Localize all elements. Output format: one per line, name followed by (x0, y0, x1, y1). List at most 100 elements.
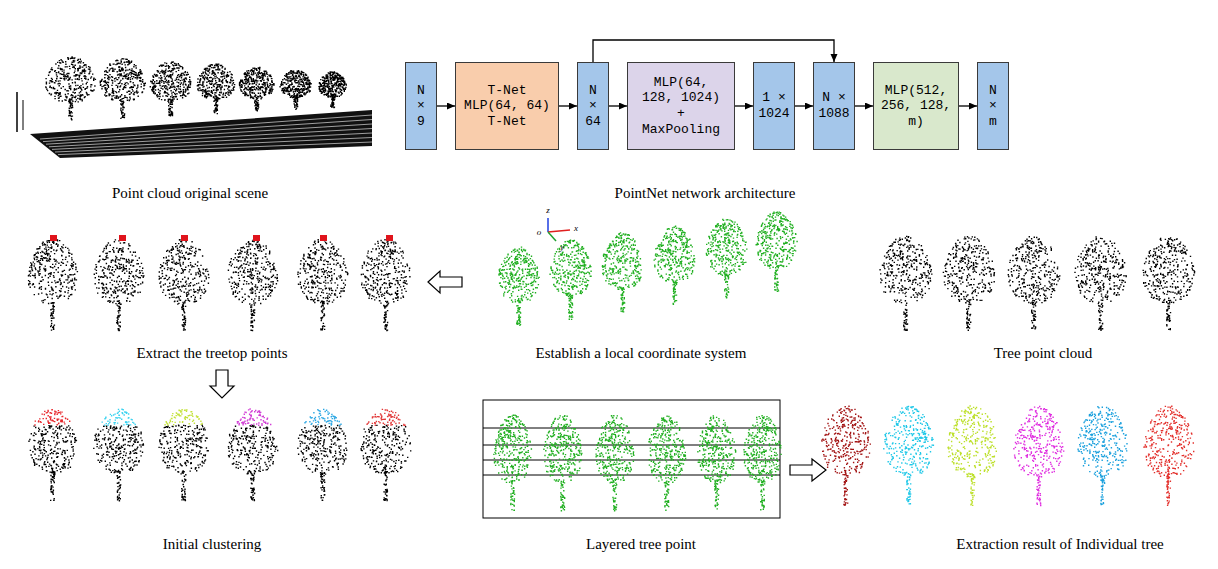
tree-points (493, 415, 532, 512)
tree-points (28, 425, 77, 501)
caption: PointNet network architecture (615, 184, 796, 202)
layer-box: T-Net MLP(64, 64) T-Net (455, 62, 559, 150)
tree-top-points (366, 409, 405, 426)
tree-points (821, 406, 871, 507)
pole (23, 100, 24, 130)
layer-frame-box (483, 400, 780, 518)
flow-arrow (959, 105, 977, 106)
axis-label: o (537, 227, 542, 238)
box-text: N × 1088 (818, 90, 849, 121)
z-axis (547, 218, 549, 232)
tree-points (498, 246, 540, 326)
pole (16, 92, 18, 132)
box-text: MLP(512, 256, 128, m) (879, 83, 953, 130)
y-axis (548, 232, 556, 241)
layer-line (483, 428, 780, 429)
layer-box: MLP(512, 256, 128, m) (873, 62, 959, 150)
tree-points (228, 240, 279, 332)
caption: Point cloud original scene (112, 184, 268, 202)
tree-points (159, 239, 210, 331)
flow-arrow (437, 105, 455, 106)
tree-points (595, 415, 634, 511)
tree-points (279, 70, 311, 110)
scan-line (52, 133, 372, 149)
tree-points (150, 61, 192, 116)
treetop-marker (386, 235, 393, 241)
tree-points (158, 425, 209, 502)
scan-line (43, 120, 372, 142)
flow-arrow (795, 105, 813, 106)
tree-top-points (34, 409, 70, 426)
tree-points (1008, 236, 1061, 329)
tree-points (879, 236, 932, 331)
tree-points (239, 67, 275, 112)
axis-label: x (574, 223, 578, 234)
tree-clouds (28, 56, 1196, 511)
x-axis (548, 230, 570, 232)
box-text: N × 9 (417, 83, 425, 130)
tree-points (648, 416, 686, 511)
scan-line (55, 138, 372, 153)
layer-frame (483, 400, 780, 518)
hollow-arrow (210, 370, 234, 398)
hollow-arrow (428, 271, 462, 293)
tree-points (28, 239, 78, 331)
box-text: MLP(64, 128, 1024) + MaxPooling (640, 75, 722, 137)
tree-top-points (304, 409, 341, 426)
tree-points (883, 406, 934, 505)
flow-arrow (593, 40, 834, 62)
tree-points (1074, 236, 1127, 331)
treetop-marker (50, 235, 57, 241)
flow-arrow (559, 105, 577, 106)
tree-points (602, 232, 642, 312)
tree-points (1013, 406, 1064, 506)
tree-points (197, 63, 236, 114)
tree-points (654, 226, 696, 305)
tree-points (743, 415, 782, 510)
caption: Initial clustering (163, 535, 262, 553)
tree-points (297, 239, 348, 331)
axis-label: y (560, 242, 564, 253)
axis-label: z (546, 205, 550, 216)
flow-arrow (735, 105, 753, 106)
feature-size-box: N × m (977, 62, 1009, 150)
tree-points (318, 71, 347, 108)
tree-points (228, 425, 279, 501)
hollow-arrows (210, 271, 826, 481)
feature-size-box: N × 64 (577, 62, 609, 150)
hollow-arrow (790, 459, 826, 481)
box-text: N × m (989, 83, 997, 130)
caption: Establish a local coordinate system (536, 344, 747, 362)
tree-points (1143, 237, 1196, 330)
tree-points (947, 405, 997, 506)
caption: Extraction result of Individual tree (956, 535, 1163, 553)
tree-points (361, 239, 411, 331)
box-text: T-Net MLP(64, 64) T-Net (462, 83, 552, 130)
flow-arrow (855, 105, 873, 106)
box-text: N × 64 (585, 83, 601, 130)
tree-points (756, 211, 798, 292)
tree-points (93, 425, 144, 502)
axes (548, 218, 570, 241)
feature-size-box: N × 1088 (813, 62, 855, 150)
caption: Layered tree point (586, 535, 696, 553)
treetop-marker (253, 235, 260, 241)
treetop-marker (181, 235, 188, 241)
treetop-marker (320, 235, 327, 241)
tree-top-points (164, 409, 202, 426)
tree-points (45, 56, 96, 120)
tree-points (100, 58, 146, 119)
tree-points (543, 415, 582, 512)
tree-top-points (237, 408, 272, 426)
tree-points (706, 219, 748, 299)
feature-size-box: N × 9 (405, 62, 437, 150)
tree-top-points (102, 409, 136, 426)
layer-line (483, 460, 780, 461)
tree-points (549, 240, 591, 321)
scan-line (58, 142, 372, 155)
treetop-marker (119, 235, 126, 241)
layer-line (483, 475, 780, 476)
